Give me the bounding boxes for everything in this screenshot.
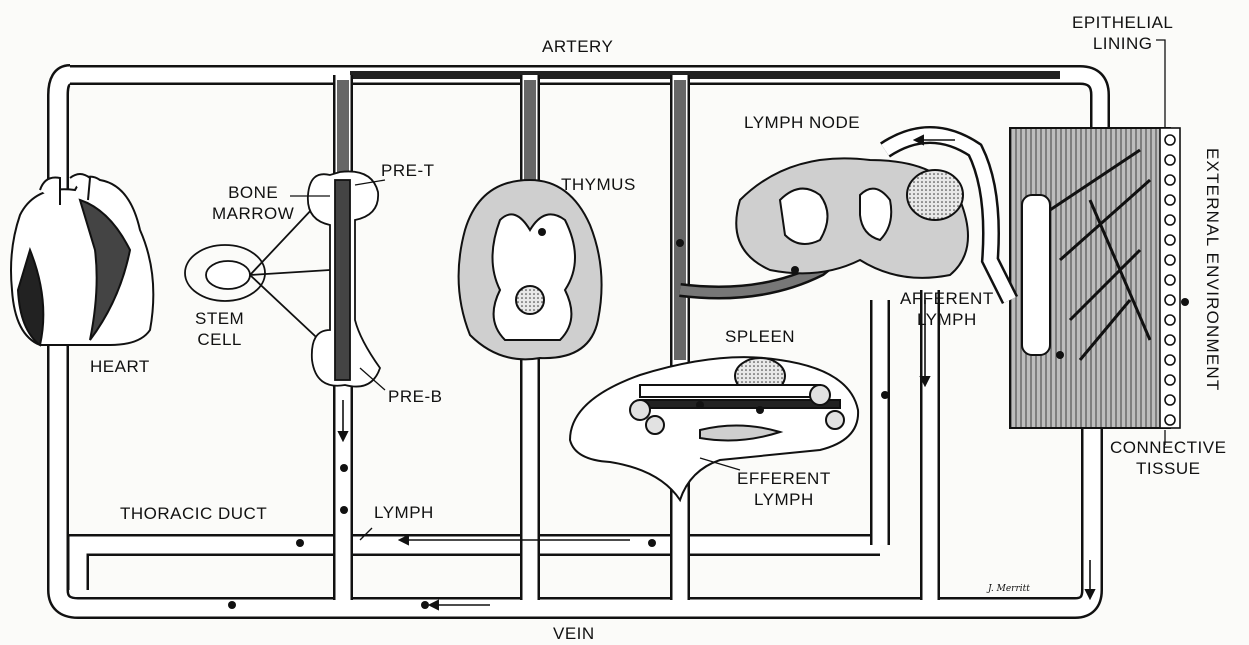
epithelial-lining-label-line2: LINING [1072, 33, 1173, 54]
heart-illustration [11, 174, 153, 345]
connective-tissue-label-line1: CONNECTIVE [1110, 437, 1226, 458]
afferent-lymph-label-line2: LYMPH [900, 309, 994, 330]
bone-marrow-label: BONE MARROW [212, 182, 294, 224]
lymph-label: LYMPH [374, 502, 434, 523]
lymph-node-label: LYMPH NODE [744, 112, 860, 133]
efferent-lymph-label-line2: LYMPH [737, 489, 831, 510]
thymus [459, 180, 602, 359]
connective-tissue [1010, 128, 1170, 428]
afferent-lymph-label: AFFERENT LYMPH [900, 288, 994, 330]
artist-signature: J. Merritt [988, 584, 1030, 594]
connective-tissue-label-line2: TISSUE [1110, 458, 1226, 479]
artery-label: ARTERY [542, 36, 613, 57]
epithelial-lining-label: EPITHELIAL LINING [1072, 12, 1173, 54]
efferent-lymph-label: EFFERENT LYMPH [737, 468, 831, 510]
stem-cell-label-line2: CELL [195, 329, 244, 350]
afferent-lymph-label-line1: AFFERENT [900, 288, 994, 309]
lymph-node [736, 158, 968, 278]
bone-marrow-label-line1: BONE [212, 182, 294, 203]
pre-t-label: PRE-T [381, 160, 435, 181]
stem-cell-label-line1: STEM [195, 308, 244, 329]
vein-label: VEIN [553, 623, 595, 644]
thymus-label: THYMUS [561, 174, 636, 195]
epithelial-lining-label-line1: EPITHELIAL [1072, 12, 1173, 33]
bone-marrow [308, 171, 380, 386]
pre-b-label: PRE-B [388, 386, 442, 407]
bone-marrow-label-line2: MARROW [212, 203, 294, 224]
efferent-lymph-label-line1: EFFERENT [737, 468, 831, 489]
connective-tissue-label: CONNECTIVE TISSUE [1110, 437, 1226, 479]
heart-label: HEART [90, 356, 150, 377]
epithelial-lining [1160, 128, 1180, 428]
stem-cell-label: STEM CELL [195, 308, 244, 350]
external-environment-label: EXTERNAL ENVIRONMENT [1202, 148, 1222, 391]
thoracic-duct-label: THORACIC DUCT [120, 503, 267, 524]
spleen-label: SPLEEN [725, 326, 795, 347]
thoracic-duct [78, 545, 880, 590]
